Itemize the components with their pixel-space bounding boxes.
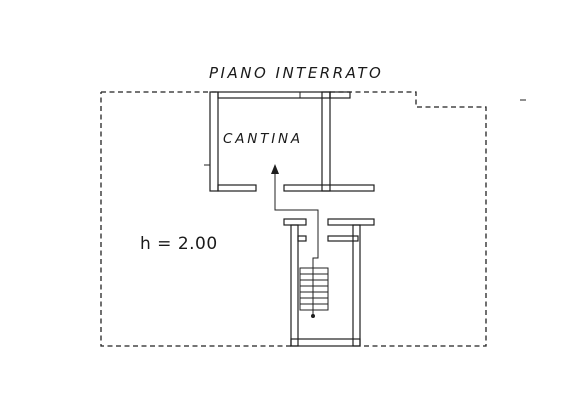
access-arrow: [271, 164, 319, 318]
cantina-walls: [204, 91, 375, 192]
room-label-cantina: CANTINA: [223, 131, 303, 147]
arrow-head-icon: [271, 164, 279, 174]
dashed-perimeter: [100, 91, 487, 347]
arrow-origin-dot: [311, 314, 315, 318]
stairs: [299, 267, 329, 311]
stairwell-walls: [283, 218, 375, 347]
height-label: h = 2.00: [140, 234, 218, 254]
plan-title: PIANO INTERRATO: [209, 64, 383, 82]
